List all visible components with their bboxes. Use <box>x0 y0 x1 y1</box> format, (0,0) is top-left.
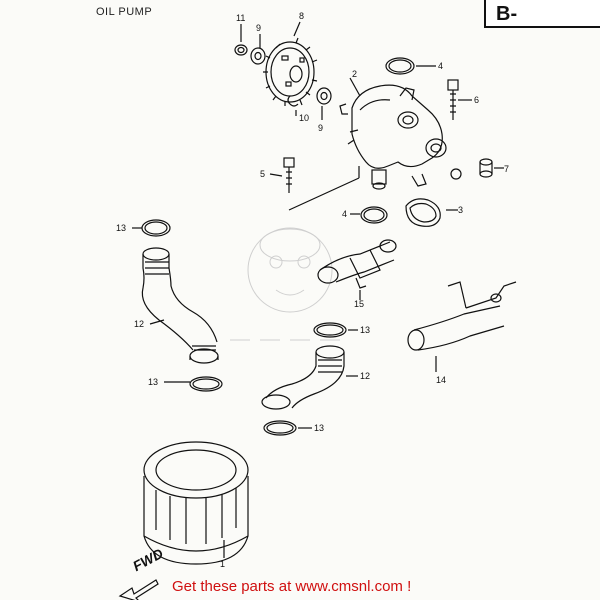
callout-13-d: 13 <box>314 423 325 433</box>
callout-1: 1 <box>220 559 226 569</box>
callout-3: 3 <box>458 205 464 215</box>
callout-11: 11 <box>236 13 246 23</box>
part-4-o-ring-lower <box>360 206 388 224</box>
callout-6: 6 <box>474 95 480 105</box>
part-8-driven-gear <box>263 37 318 106</box>
part-11-circlip <box>234 44 248 56</box>
part-13-o-ring-a <box>141 219 171 237</box>
callout-9-lower: 9 <box>318 123 324 133</box>
callout-9-top: 9 <box>256 23 262 33</box>
callout-15: 15 <box>354 299 365 309</box>
part-4-o-ring-top <box>385 57 415 75</box>
footer-link[interactable]: Get these parts at www.cmsnl.com ! <box>172 578 412 595</box>
part-7-dowel <box>479 158 493 178</box>
callout-7: 7 <box>504 164 510 174</box>
part-9-washer-lower <box>316 87 332 105</box>
callout-12-middle: 12 <box>360 371 371 381</box>
callout-13-b: 13 <box>148 377 159 387</box>
watermark-logo <box>230 227 340 341</box>
part-13-o-ring-d <box>263 420 297 436</box>
part-9-washer-top <box>250 47 266 65</box>
part-14-oil-pipe-right <box>407 281 517 351</box>
part-15-oil-pipe-bracket <box>317 239 397 289</box>
callout-10: 10 <box>299 113 310 123</box>
callout-4-lower: 4 <box>342 209 348 219</box>
callout-4-top: 4 <box>438 61 444 71</box>
part-13-o-ring-c <box>313 322 347 338</box>
part-2-pump-body <box>339 84 462 190</box>
part-1-oil-filter <box>143 441 249 565</box>
diagram-title: OIL PUMP <box>96 6 153 18</box>
callout-13-a: 13 <box>116 223 127 233</box>
section-code-box: B- <box>484 0 600 28</box>
callout-8: 8 <box>299 11 305 21</box>
part-6-bolt <box>447 79 459 120</box>
callout-5: 5 <box>260 169 266 179</box>
part-3-gasket <box>405 198 441 227</box>
callout-2: 2 <box>352 69 358 79</box>
part-12-oil-pipe-middle <box>261 345 345 410</box>
part-10-pin <box>287 95 299 107</box>
callout-14: 14 <box>436 375 447 385</box>
fwd-arrow-icon <box>118 579 159 600</box>
callout-12-left: 12 <box>134 319 145 329</box>
part-5-bolt <box>283 157 295 193</box>
part-12-oil-pipe-left <box>141 247 219 364</box>
part-13-o-ring-b <box>189 376 223 392</box>
callout-13-c: 13 <box>360 325 371 335</box>
